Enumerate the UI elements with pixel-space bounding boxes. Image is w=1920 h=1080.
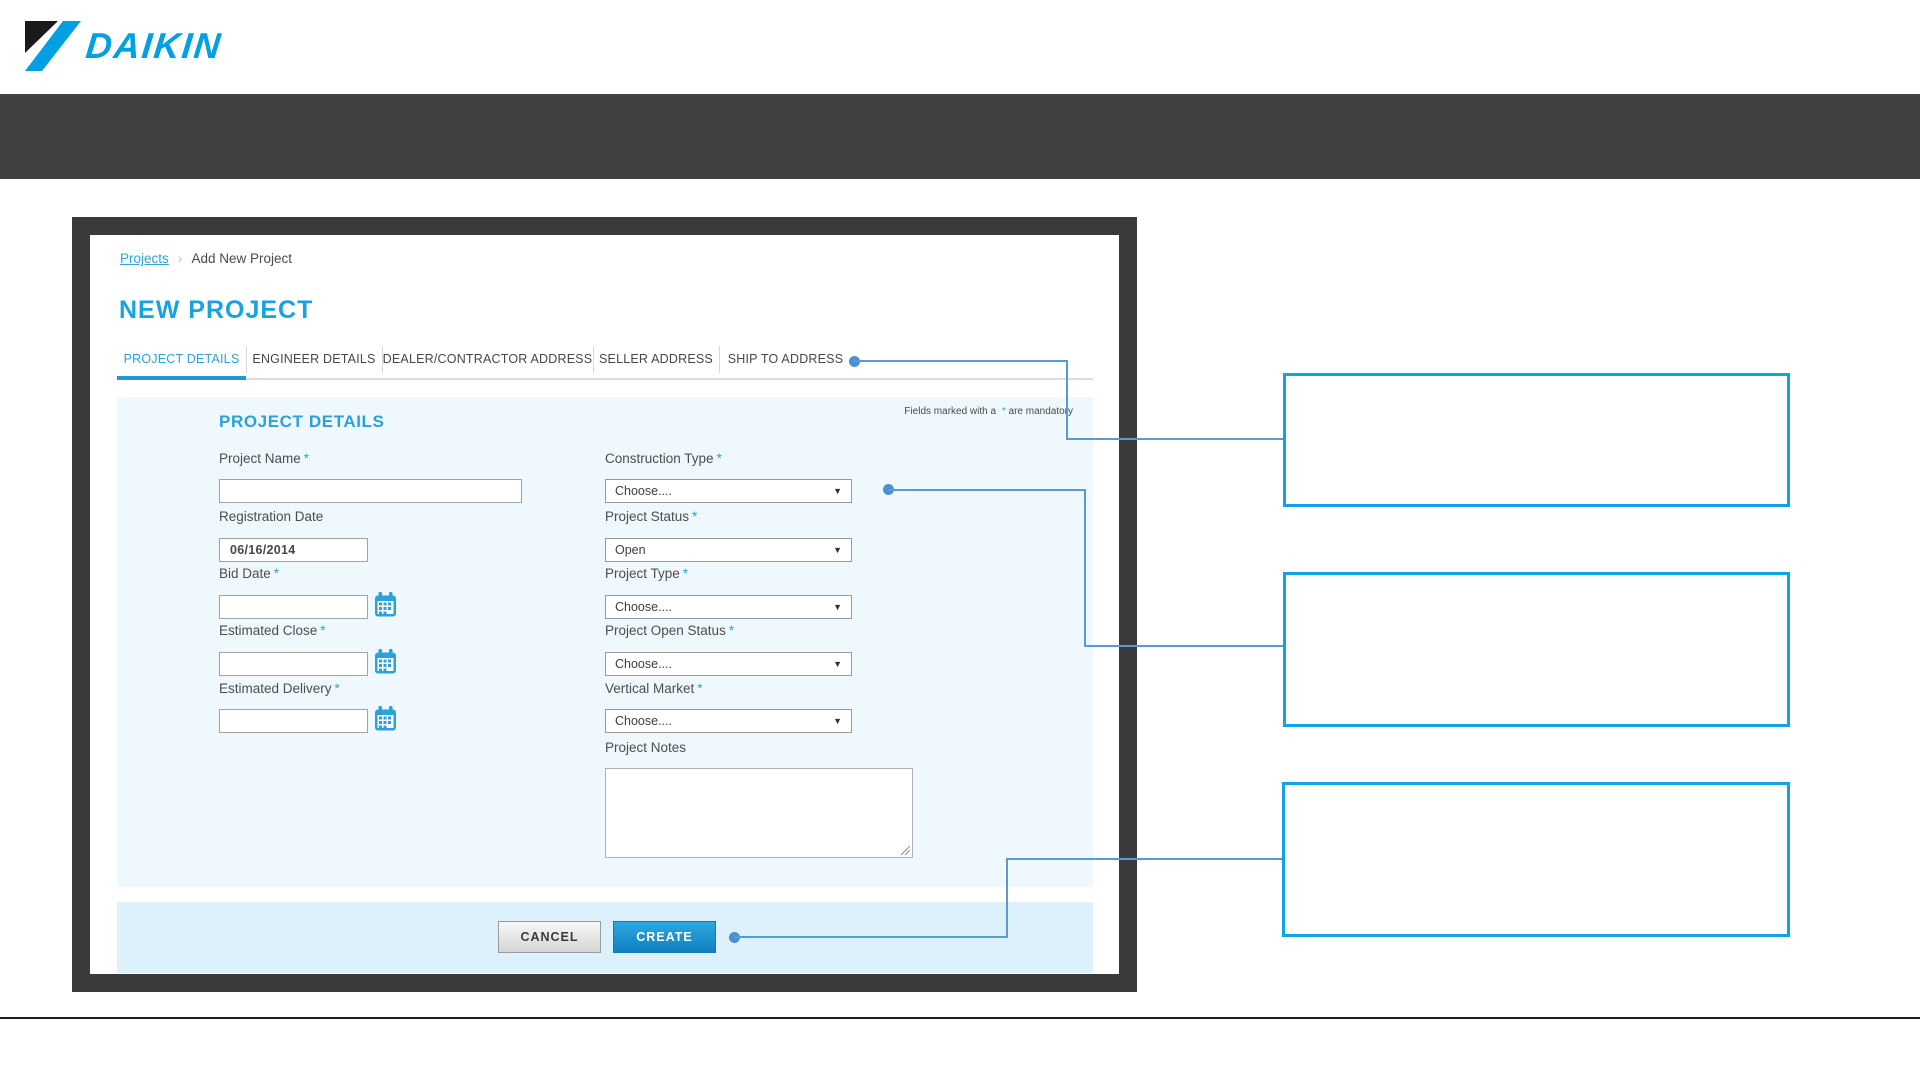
tab-project-details[interactable]: PROJECT DETAILS bbox=[123, 352, 240, 366]
section-title: PROJECT DETAILS bbox=[219, 412, 385, 431]
field-label-project-status: Project Status* bbox=[605, 509, 698, 524]
tab-separator bbox=[382, 346, 383, 373]
tab-separator bbox=[246, 346, 247, 373]
bid-date-input[interactable] bbox=[219, 595, 368, 619]
bottom-divider bbox=[0, 1017, 1920, 1019]
dropdown-arrow-icon: ▼ bbox=[833, 659, 842, 669]
top-nav-bar bbox=[0, 94, 1920, 179]
cancel-button[interactable]: CANCEL bbox=[498, 921, 601, 953]
callout-box-create bbox=[1282, 782, 1790, 937]
field-label-project-type: Project Type* bbox=[605, 566, 689, 581]
tab-engineer-details[interactable]: ENGINEER DETAILS bbox=[252, 352, 376, 366]
breadcrumb-current: Add New Project bbox=[191, 251, 292, 266]
required-asterisk: * bbox=[303, 451, 310, 466]
mandatory-note: Fields marked with a * are mandatory bbox=[904, 406, 1073, 417]
connector-line bbox=[1006, 859, 1008, 938]
dropdown-arrow-icon: ▼ bbox=[833, 486, 842, 496]
registration-date-input[interactable] bbox=[219, 538, 368, 562]
daikin-logo-icon bbox=[25, 21, 81, 71]
selected-value: Choose.... bbox=[615, 714, 672, 728]
selected-value: Choose.... bbox=[615, 657, 672, 671]
estimated-close-input[interactable] bbox=[219, 652, 368, 676]
field-label-project-open-status: Project Open Status* bbox=[605, 623, 735, 638]
asterisk: * bbox=[1001, 406, 1006, 417]
page-title: NEW PROJECT bbox=[119, 296, 314, 324]
connector-line bbox=[1084, 489, 1086, 647]
field-label-construction-type: Construction Type* bbox=[605, 451, 722, 466]
construction-type-select[interactable]: Choose.... ▼ bbox=[605, 479, 852, 503]
tab-separator bbox=[593, 346, 594, 373]
tab-dealer-contractor-address[interactable]: DEALER/CONTRACTOR ADDRESS bbox=[382, 352, 593, 366]
required-asterisk: * bbox=[273, 566, 280, 581]
field-label-project-name: Project Name* bbox=[219, 451, 310, 466]
connector-line bbox=[1006, 858, 1282, 860]
project-name-input[interactable] bbox=[219, 479, 522, 503]
required-asterisk: * bbox=[682, 566, 689, 581]
project-status-select[interactable]: Open ▼ bbox=[605, 538, 852, 562]
tab-separator bbox=[719, 346, 720, 373]
estimated-delivery-input[interactable] bbox=[219, 709, 368, 733]
breadcrumb-link-projects[interactable]: Projects bbox=[120, 251, 169, 266]
field-label-registration-date: Registration Date bbox=[219, 509, 324, 524]
field-label-bid-date: Bid Date* bbox=[219, 566, 280, 581]
required-asterisk: * bbox=[334, 681, 340, 696]
callout-box-ship-to-address bbox=[1283, 373, 1790, 507]
tab-bottom-border bbox=[117, 378, 1093, 380]
selected-value: Choose.... bbox=[615, 600, 672, 614]
breadcrumb-chevron-icon: › bbox=[177, 250, 183, 266]
dropdown-arrow-icon: ▼ bbox=[833, 602, 842, 612]
project-notes-textarea[interactable] bbox=[605, 768, 913, 858]
selected-value: Choose.... bbox=[615, 484, 672, 498]
resize-grip-icon[interactable] bbox=[901, 846, 910, 855]
connector-line bbox=[854, 360, 1068, 362]
field-label-vertical-market: Vertical Market* bbox=[605, 681, 703, 696]
required-asterisk: * bbox=[692, 509, 698, 524]
dropdown-arrow-icon: ▼ bbox=[833, 545, 842, 555]
connector-line bbox=[1066, 438, 1283, 440]
required-asterisk: * bbox=[320, 623, 326, 638]
active-tab-underline bbox=[117, 376, 246, 380]
project-open-status-select[interactable]: Choose.... ▼ bbox=[605, 652, 852, 676]
project-type-select[interactable]: Choose.... ▼ bbox=[605, 595, 852, 619]
connector-line bbox=[734, 936, 1008, 938]
tab-ship-to-address[interactable]: SHIP TO ADDRESS bbox=[727, 352, 844, 366]
breadcrumb: Projects › Add New Project bbox=[120, 250, 292, 266]
vertical-market-select[interactable]: Choose.... ▼ bbox=[605, 709, 852, 733]
connector-line bbox=[1066, 360, 1068, 440]
field-label-project-notes: Project Notes bbox=[605, 740, 687, 755]
selected-value: Open bbox=[615, 543, 646, 557]
calendar-icon[interactable] bbox=[375, 649, 396, 674]
tab-seller-address[interactable]: SELLER ADDRESS bbox=[599, 352, 713, 366]
connector-line bbox=[1084, 645, 1283, 647]
field-label-estimated-delivery: Estimated Delivery* bbox=[219, 681, 340, 696]
required-asterisk: * bbox=[716, 451, 722, 466]
connector-line bbox=[888, 489, 1086, 491]
calendar-icon[interactable] bbox=[375, 706, 396, 731]
dropdown-arrow-icon: ▼ bbox=[833, 716, 842, 726]
calendar-icon[interactable] bbox=[375, 592, 396, 617]
field-label-estimated-close: Estimated Close* bbox=[219, 623, 326, 638]
daikin-logo-wordmark: DAIKIN bbox=[83, 25, 225, 66]
required-asterisk: * bbox=[728, 623, 735, 638]
create-button[interactable]: CREATE bbox=[613, 921, 716, 953]
callout-box-construction-type bbox=[1283, 572, 1790, 727]
required-asterisk: * bbox=[697, 681, 703, 696]
